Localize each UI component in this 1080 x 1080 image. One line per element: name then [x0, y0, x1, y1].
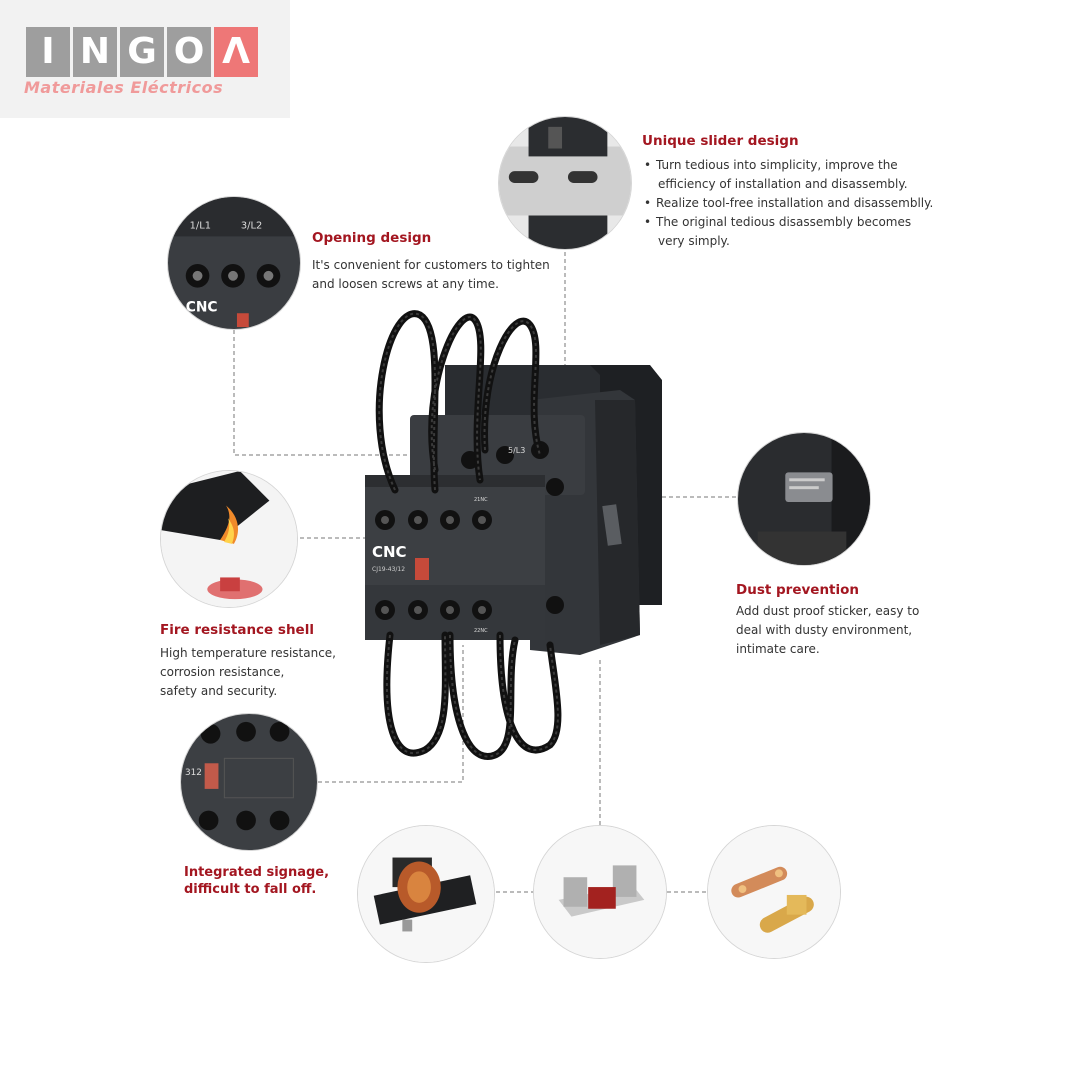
- contactor-product-image: CNC CJ19-43/12 5/L3 21NC 22NC: [365, 310, 662, 760]
- dust-title: Dust prevention: [736, 582, 860, 598]
- fire-line: corrosion resistance,: [160, 665, 285, 679]
- terminal-label: 5/L3: [508, 446, 525, 455]
- logo-letter: G: [120, 27, 164, 77]
- opening-detail-image: 1/L1 3/L2 CNC: [167, 196, 301, 330]
- product-model: CJ19-43/12: [372, 566, 405, 573]
- logo-letter: O: [167, 27, 211, 77]
- signage-line: difficult to fall off.: [184, 882, 317, 897]
- slider-line: Turn tedious into simplicity, improve th…: [644, 156, 933, 175]
- logo-letter: I: [26, 27, 70, 77]
- slider-line: efficiency of installation and disassemb…: [658, 177, 908, 191]
- core-component-image: [533, 825, 667, 959]
- logo-letter: Λ: [214, 27, 258, 77]
- dust-line: deal with dusty environment,: [736, 623, 913, 637]
- aux-label-top: 21NC: [474, 497, 488, 503]
- dust-detail-image: [737, 432, 871, 566]
- slider-description: Turn tedious into simplicity, improve th…: [644, 156, 933, 251]
- dust-line: Add dust proof sticker, easy to: [736, 604, 920, 618]
- signage-caption: Integrated signage, difficult to fall of…: [184, 864, 329, 898]
- slider-detail-image: [498, 116, 632, 250]
- opening-terminal-label: 1/L1: [190, 221, 211, 232]
- dust-line: intimate care.: [736, 642, 820, 656]
- dust-description: Add dust proof sticker, easy to deal wit…: [736, 602, 919, 659]
- signage-line: Integrated signage,: [184, 865, 330, 880]
- fire-title: Fire resistance shell: [160, 622, 314, 638]
- fire-line: safety and security.: [160, 684, 278, 698]
- slider-line: very simply.: [658, 234, 730, 248]
- fire-line: High temperature resistance,: [160, 646, 336, 660]
- signage-label: 312: [185, 768, 202, 778]
- slider-line: The original tedious disassembly becomes: [644, 213, 933, 232]
- opening-description: It's convenient for customers to tighten…: [312, 256, 550, 294]
- aux-label-bottom: 22NC: [474, 628, 488, 634]
- slider-title: Unique slider design: [642, 133, 799, 149]
- logo-subtitle: Materiales Eléctricos: [24, 78, 224, 97]
- logo-letter: N: [73, 27, 117, 77]
- opening-line: and loosen screws at any time.: [312, 277, 499, 291]
- contacts-component-image: [707, 825, 841, 959]
- ingoa-logo: I N G O Λ: [26, 27, 258, 79]
- coil-component-image: [357, 825, 495, 963]
- fire-description: High temperature resistance, corrosion r…: [160, 644, 336, 701]
- opening-line: It's convenient for customers to tighten: [312, 258, 550, 272]
- opening-terminal-label: 3/L2: [241, 221, 262, 232]
- slider-line: Realize tool-free installation and disas…: [644, 194, 933, 213]
- opening-title: Opening design: [312, 230, 432, 246]
- product-brand-mark: CNC: [372, 543, 407, 561]
- signage-detail-image: 312: [180, 713, 318, 851]
- opening-brand-mark: CNC: [186, 299, 218, 315]
- fire-detail-image: [160, 470, 298, 608]
